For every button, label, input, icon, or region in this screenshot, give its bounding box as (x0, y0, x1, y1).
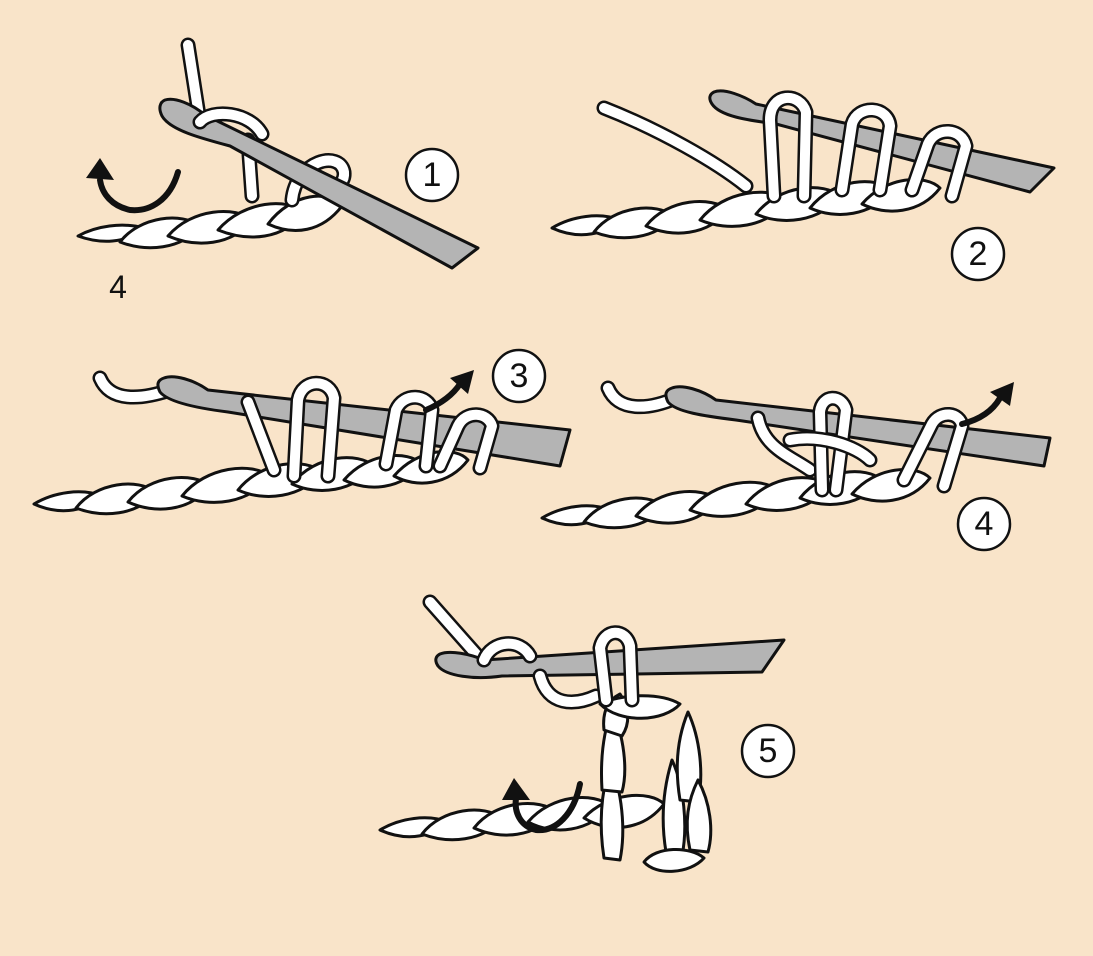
step-3-chain (32, 450, 470, 516)
step-4-illustration (540, 380, 1052, 530)
step-5-arrow (512, 781, 583, 834)
step-5-stitch-column (598, 692, 713, 873)
step-3-number: 3 (510, 357, 529, 395)
step-4-badge: 4 (956, 496, 1012, 552)
step-5-badge: 5 (740, 723, 796, 779)
step-1-hook (158, 97, 480, 270)
step-2-illustration (550, 89, 1056, 240)
step-3-hook (156, 375, 572, 468)
step-4-chain (540, 468, 932, 530)
step-2-number: 2 (969, 235, 988, 273)
step-1-badge: 1 (404, 147, 460, 203)
chain-count-label: 4 (109, 269, 127, 305)
step-1-number: 1 (423, 156, 442, 194)
step-3-badge: 3 (491, 348, 547, 404)
step-1-illustration (76, 37, 480, 270)
step-3-illustration (32, 370, 572, 516)
step-2-badge: 2 (950, 226, 1006, 282)
step-5-hook (434, 638, 786, 680)
step-2-chain (550, 178, 942, 240)
step-5-number: 5 (759, 732, 778, 770)
step-5-illustration (378, 594, 786, 873)
step-4-arrow (959, 395, 1003, 427)
step-1-arrow (97, 169, 181, 214)
step-3-arrow (423, 381, 463, 413)
step-4-number: 4 (975, 505, 994, 543)
